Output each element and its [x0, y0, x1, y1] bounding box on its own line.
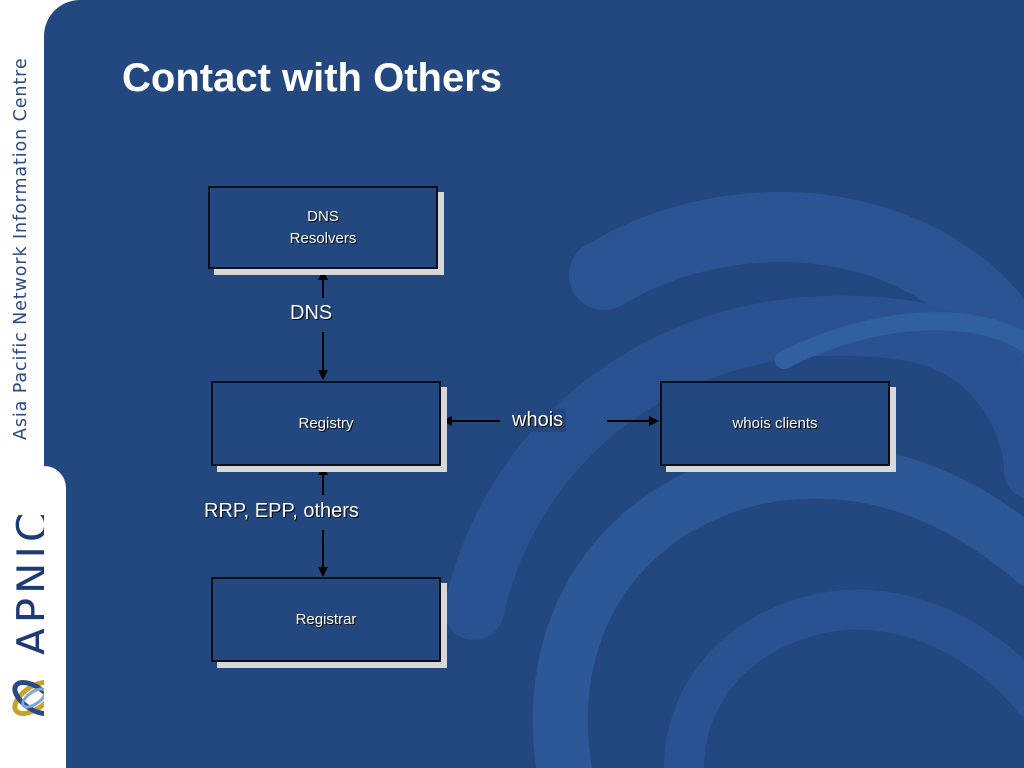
dns-edge-label: DNS: [287, 302, 336, 325]
slide-title: Contact with Others: [122, 56, 503, 100]
registrar-label: Registrar: [295, 610, 357, 628]
whois-clients-box: whois clients: [660, 381, 890, 466]
registry-label: Registry: [298, 414, 354, 432]
registry-box: Registry: [211, 381, 441, 466]
background-swirl: [444, 192, 1024, 768]
whois-edge-label: whois: [509, 409, 567, 432]
whois-clients-label: whois clients: [732, 414, 818, 432]
slide-panel: [44, 0, 1024, 768]
dns-resolvers-line-2: Resolvers: [289, 229, 357, 247]
dns-resolvers-box: DNS Resolvers: [208, 186, 438, 269]
protocols-edge-label: RRP, EPP, others: [201, 500, 362, 523]
registrar-box: Registrar: [211, 577, 441, 662]
dns-resolvers-line-1: DNS: [307, 207, 339, 225]
sidebar-strip: [44, 466, 66, 768]
